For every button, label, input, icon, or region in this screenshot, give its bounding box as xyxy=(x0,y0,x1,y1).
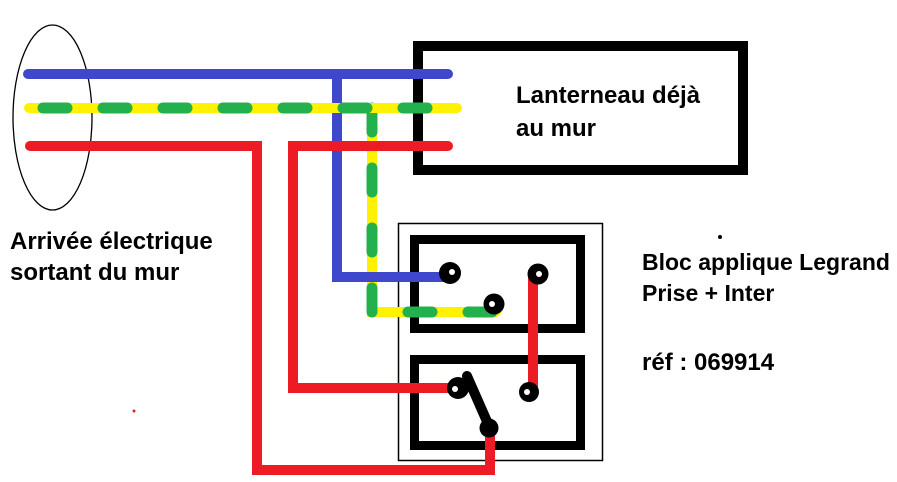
skylight-label-line1: Lanterneau déjà xyxy=(516,82,701,109)
switch-pivot-dot xyxy=(479,418,499,438)
wall-feed-label-line2: sortant du mur xyxy=(10,259,180,286)
wall-feed-label-line1: Arrivée électrique xyxy=(10,228,213,255)
switch-terminal-in-hole xyxy=(452,386,458,392)
skylight-label: Lanterneau déjà au mur xyxy=(516,79,700,145)
skylight-label-line2: au mur xyxy=(516,115,597,142)
stray-black-dot xyxy=(718,235,722,239)
stray-red-dot xyxy=(132,409,136,413)
wall-feed-label: Arrivée électrique sortant du mur xyxy=(10,226,213,288)
red-wire-skylight-to-switch xyxy=(288,141,455,393)
switch-box xyxy=(410,355,585,450)
wall-exit-ellipse xyxy=(12,24,93,211)
switch-terminal-in xyxy=(447,377,469,399)
red-wire-wall-feed xyxy=(25,141,495,475)
switch-lever xyxy=(462,371,494,431)
socket-terminal-neutral-hole xyxy=(449,269,455,275)
socket-terminal-switched-hole xyxy=(536,271,542,277)
bloc-applique-label-line1: Bloc applique Legrand xyxy=(642,249,890,275)
ground-wire-branch-green-dashes xyxy=(366,102,502,318)
socket-terminal-ground-hole xyxy=(489,301,495,307)
bloc-applique-label-line2: Prise + Inter xyxy=(642,280,775,306)
bloc-applique-label: Bloc applique Legrand Prise + Inter xyxy=(642,247,890,309)
bloc-reference-label: réf : 069914 xyxy=(642,349,775,376)
switch-terminal-out-hole xyxy=(524,389,530,395)
